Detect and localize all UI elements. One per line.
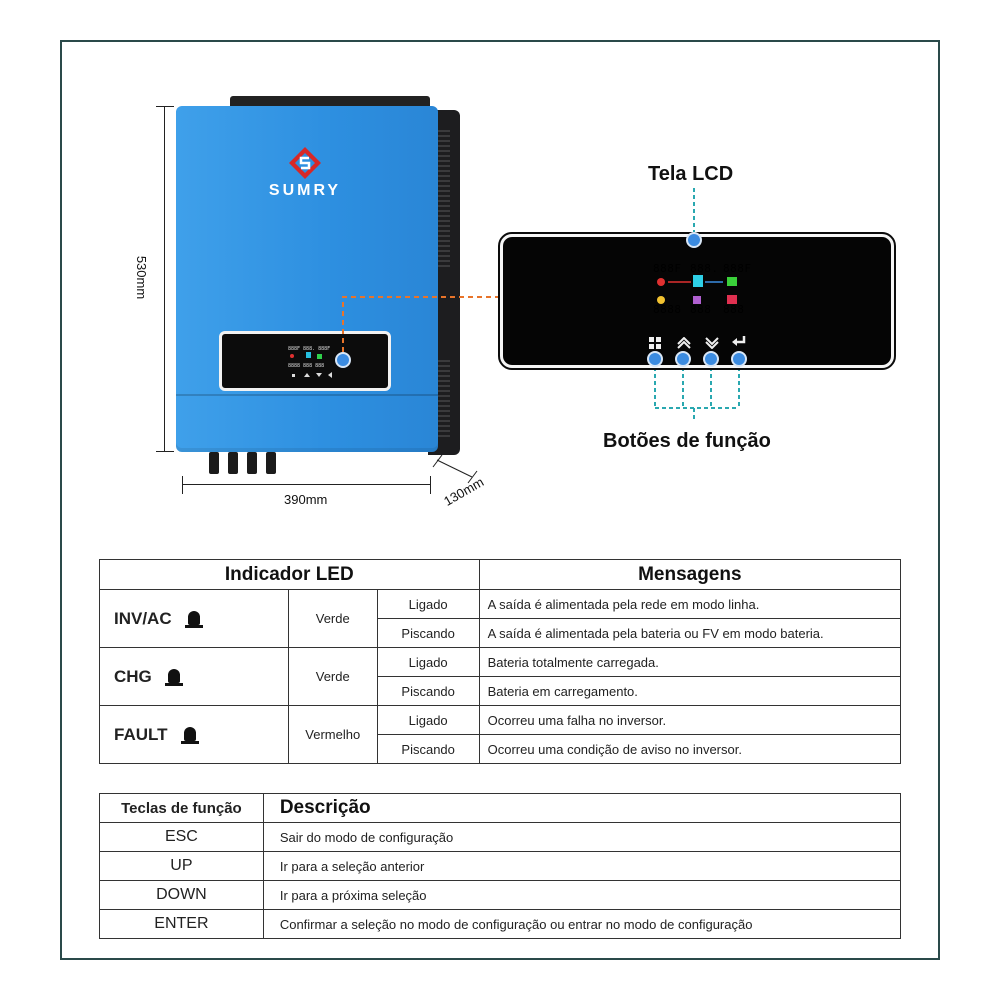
brand-name: SUMRY [268,182,342,199]
led-light-icon [180,726,199,744]
led-name-cell: INV/AC [99,589,289,648]
keys-header: Teclas de função [99,793,264,823]
lcd-display-graphic: 888F 888. 888F 8888 888 888 [653,262,752,316]
callout-lines [342,188,740,422]
led-indicator-table: Indicador LED Mensagens INV/AC Verde Lig… [99,559,902,764]
cable-connector [247,452,257,474]
key-description: Confirmar a seleção no modo de configura… [262,909,902,939]
chevron-up-icon[interactable] [677,336,691,349]
led-color: Verde [287,589,378,648]
lcd-readout: 8888 [653,303,682,316]
led-message: Bateria em carregamento. [478,676,902,706]
svg-text:8888 888 888: 8888 888 888 [288,363,324,369]
led-message: Ocorreu uma falha no inversor. [478,705,902,735]
inverter-control-panel: 888F 888. 888F 8888 888 888 [219,331,391,391]
led-message: Bateria totalmente carregada. [478,647,902,677]
button-callout-dot [703,351,719,367]
led-message: A saída é alimentada pela rede em modo l… [478,589,902,619]
description-header: Descrição [262,793,902,823]
width-dimension-line [182,484,430,485]
lcd-callout-dot [686,232,702,248]
enter-arrow-icon[interactable] [732,335,746,348]
dimension-tick [156,451,174,452]
buttons-callout-title: Botões de função [603,430,771,452]
panel-callout-dot [335,352,351,368]
key-name: ENTER [99,909,264,939]
outer-frame [60,40,940,960]
cable-connector [266,452,276,474]
led-name: FAULT [114,724,168,744]
led-message: A saída é alimentada pela bateria ou FV … [478,618,902,648]
svg-text:888F 888. 888F: 888F 888. 888F [288,346,330,352]
cable-connector [209,452,219,474]
button-callout-dot [731,351,747,367]
led-name-cell: CHG [99,647,289,706]
lcd-readout: 888. [690,262,719,275]
messages-header: Mensagens [478,559,902,590]
dimension-tick [156,106,174,107]
led-name-cell: FAULT [99,705,289,764]
led-state: Ligado [376,589,480,619]
lcd-screen-zoom: 888F 888. 888F 8888 888 888 [498,232,896,370]
inverter-front-seam [176,394,438,396]
led-light-icon [184,610,203,628]
lcd-readout: 888 [690,303,711,316]
button-callout-dot [675,351,691,367]
led-color: Verde [287,647,378,706]
lcd-readout: 888 [723,303,744,316]
cable-connector [228,452,238,474]
key-description: Ir para a próxima seleção [262,880,902,910]
lcd-readout: 888F [723,262,752,275]
lcd-callout-title: Tela LCD [648,163,734,185]
led-state: Ligado [376,705,480,735]
led-state: Piscando [376,676,480,706]
vent-grille [438,360,450,440]
led-name: INV/AC [114,608,172,628]
depth-dimension-line [432,455,478,484]
key-name: ESC [99,822,264,852]
vent-grille [438,130,450,270]
led-message: Ocorreu uma condição de aviso no inverso… [478,734,902,764]
led-color: Vermelho [287,705,378,764]
chevron-down-icon[interactable] [705,336,719,350]
led-state: Piscando [376,734,480,764]
button-callout-dot [647,351,663,367]
led-name: CHG [114,666,152,686]
key-description: Ir para a seleção anterior [262,851,902,881]
led-state: Piscando [376,618,480,648]
dimension-tick [430,476,431,494]
led-table-header: Indicador LED [99,559,480,590]
sumry-logo-icon [289,147,321,179]
function-keys-table: Teclas de função Descrição ESC Sair do m… [99,793,902,939]
key-name: DOWN [99,880,264,910]
menu-grid-icon[interactable] [649,336,661,349]
dimension-tick [182,476,183,494]
width-label: 390mm [284,492,328,507]
lcd-readout: 888F [653,262,682,275]
mini-lcd-display: 888F 888. 888F 8888 888 888 [288,346,332,378]
key-name: UP [99,851,264,881]
height-dimension-line [164,106,165,452]
led-light-icon [164,668,183,686]
key-description: Sair do modo de configuração [262,822,902,852]
led-state: Ligado [376,647,480,677]
